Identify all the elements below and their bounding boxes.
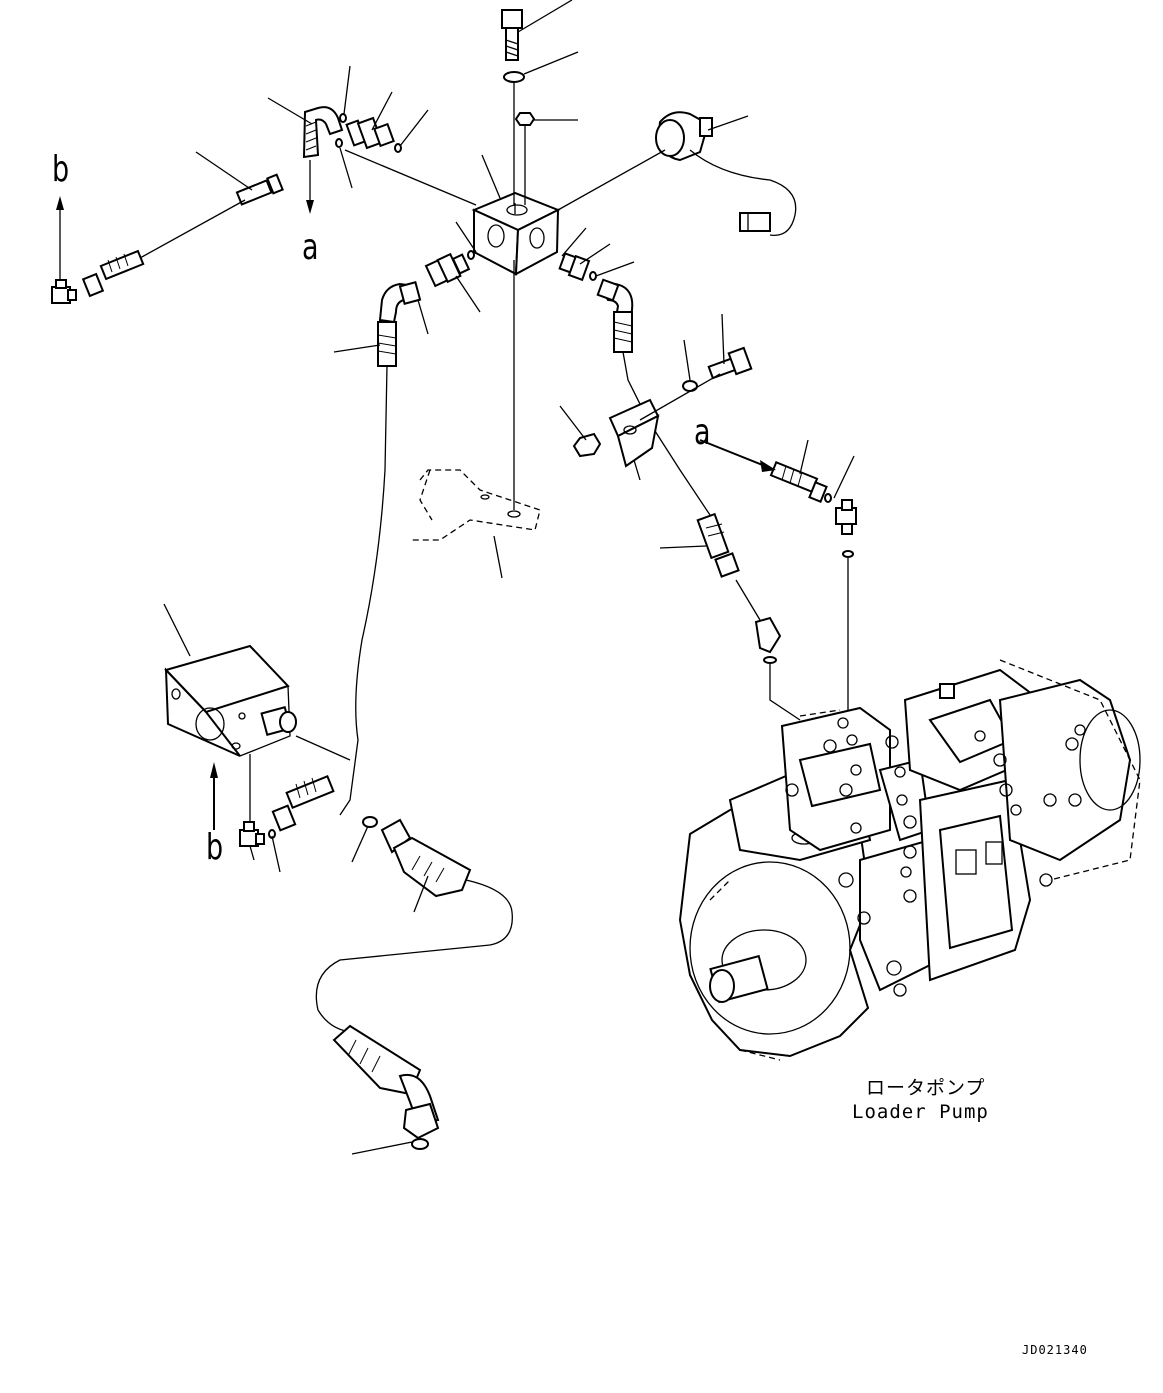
marker-a-top: a (302, 227, 319, 268)
marker-a-right: a (694, 412, 711, 453)
tee-fitting-left (51, 279, 77, 304)
o-ring-lower (362, 816, 378, 828)
loader-pump (678, 659, 1141, 1061)
hose-top-left (81, 173, 284, 298)
tee-fitting-right (835, 499, 857, 535)
hose-right-lower (696, 512, 782, 654)
hose-large (315, 818, 513, 1140)
bolt-clamp (707, 346, 753, 380)
marker-b-bottom: b (206, 827, 224, 868)
adapter-top-left (345, 116, 395, 150)
hose-right-a (769, 460, 828, 503)
junction-block (471, 191, 561, 276)
marker-b-top: b (52, 149, 70, 190)
drawing-code: JD021340 (1022, 1343, 1088, 1357)
mounting-bracket (410, 469, 541, 541)
elbow-fitting-left (378, 281, 422, 324)
leader-lines (163, 0, 855, 1155)
pressure-sensor (655, 111, 797, 236)
caption-english: Loader Pump (852, 1101, 989, 1123)
elbow-fitting-top-left (302, 106, 344, 159)
caption-japanese: ロータポンプ (866, 1077, 986, 1099)
washer-clamp (682, 380, 698, 392)
nut-top (514, 112, 536, 126)
tee-fitting-lower (239, 821, 265, 847)
hose-left-long (339, 321, 397, 816)
hose-lower-left-short (271, 775, 335, 832)
hose-clamp (608, 398, 660, 468)
adapter-right-block (558, 252, 591, 282)
nut-clamp (572, 432, 602, 458)
elbow-fitting-right (596, 278, 634, 353)
o-ring-bottom (411, 1138, 429, 1150)
valve-block-lower (164, 644, 297, 757)
washer-top (503, 71, 525, 83)
bolt-top (501, 9, 523, 61)
adapter-left-block (424, 252, 471, 288)
